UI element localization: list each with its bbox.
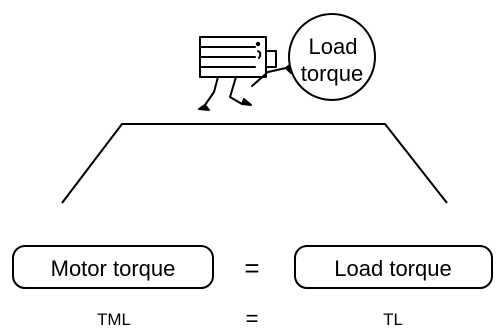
equation-equals-sign: =	[244, 253, 259, 283]
circle-label-line1: Load	[309, 34, 358, 59]
motor-torque-box	[12, 245, 214, 289]
motor-pushing-load-illustration	[198, 13, 376, 111]
motor-face-icon	[255, 41, 262, 59]
load-torque-box	[294, 245, 493, 289]
load-torque-label: Load torque	[334, 256, 451, 281]
load-torque-symbol: TL	[383, 310, 403, 329]
motor-torque-symbol: TML	[97, 310, 131, 329]
bracket-outline	[61, 123, 448, 204]
circle-label-line2: torque	[301, 61, 363, 86]
motor-legs-icon	[198, 76, 252, 111]
symbol-equals-sign: =	[246, 306, 259, 331]
load-circle	[288, 13, 376, 101]
motor-torque-label: Motor torque	[51, 256, 176, 281]
motor-body-icon	[199, 36, 277, 78]
